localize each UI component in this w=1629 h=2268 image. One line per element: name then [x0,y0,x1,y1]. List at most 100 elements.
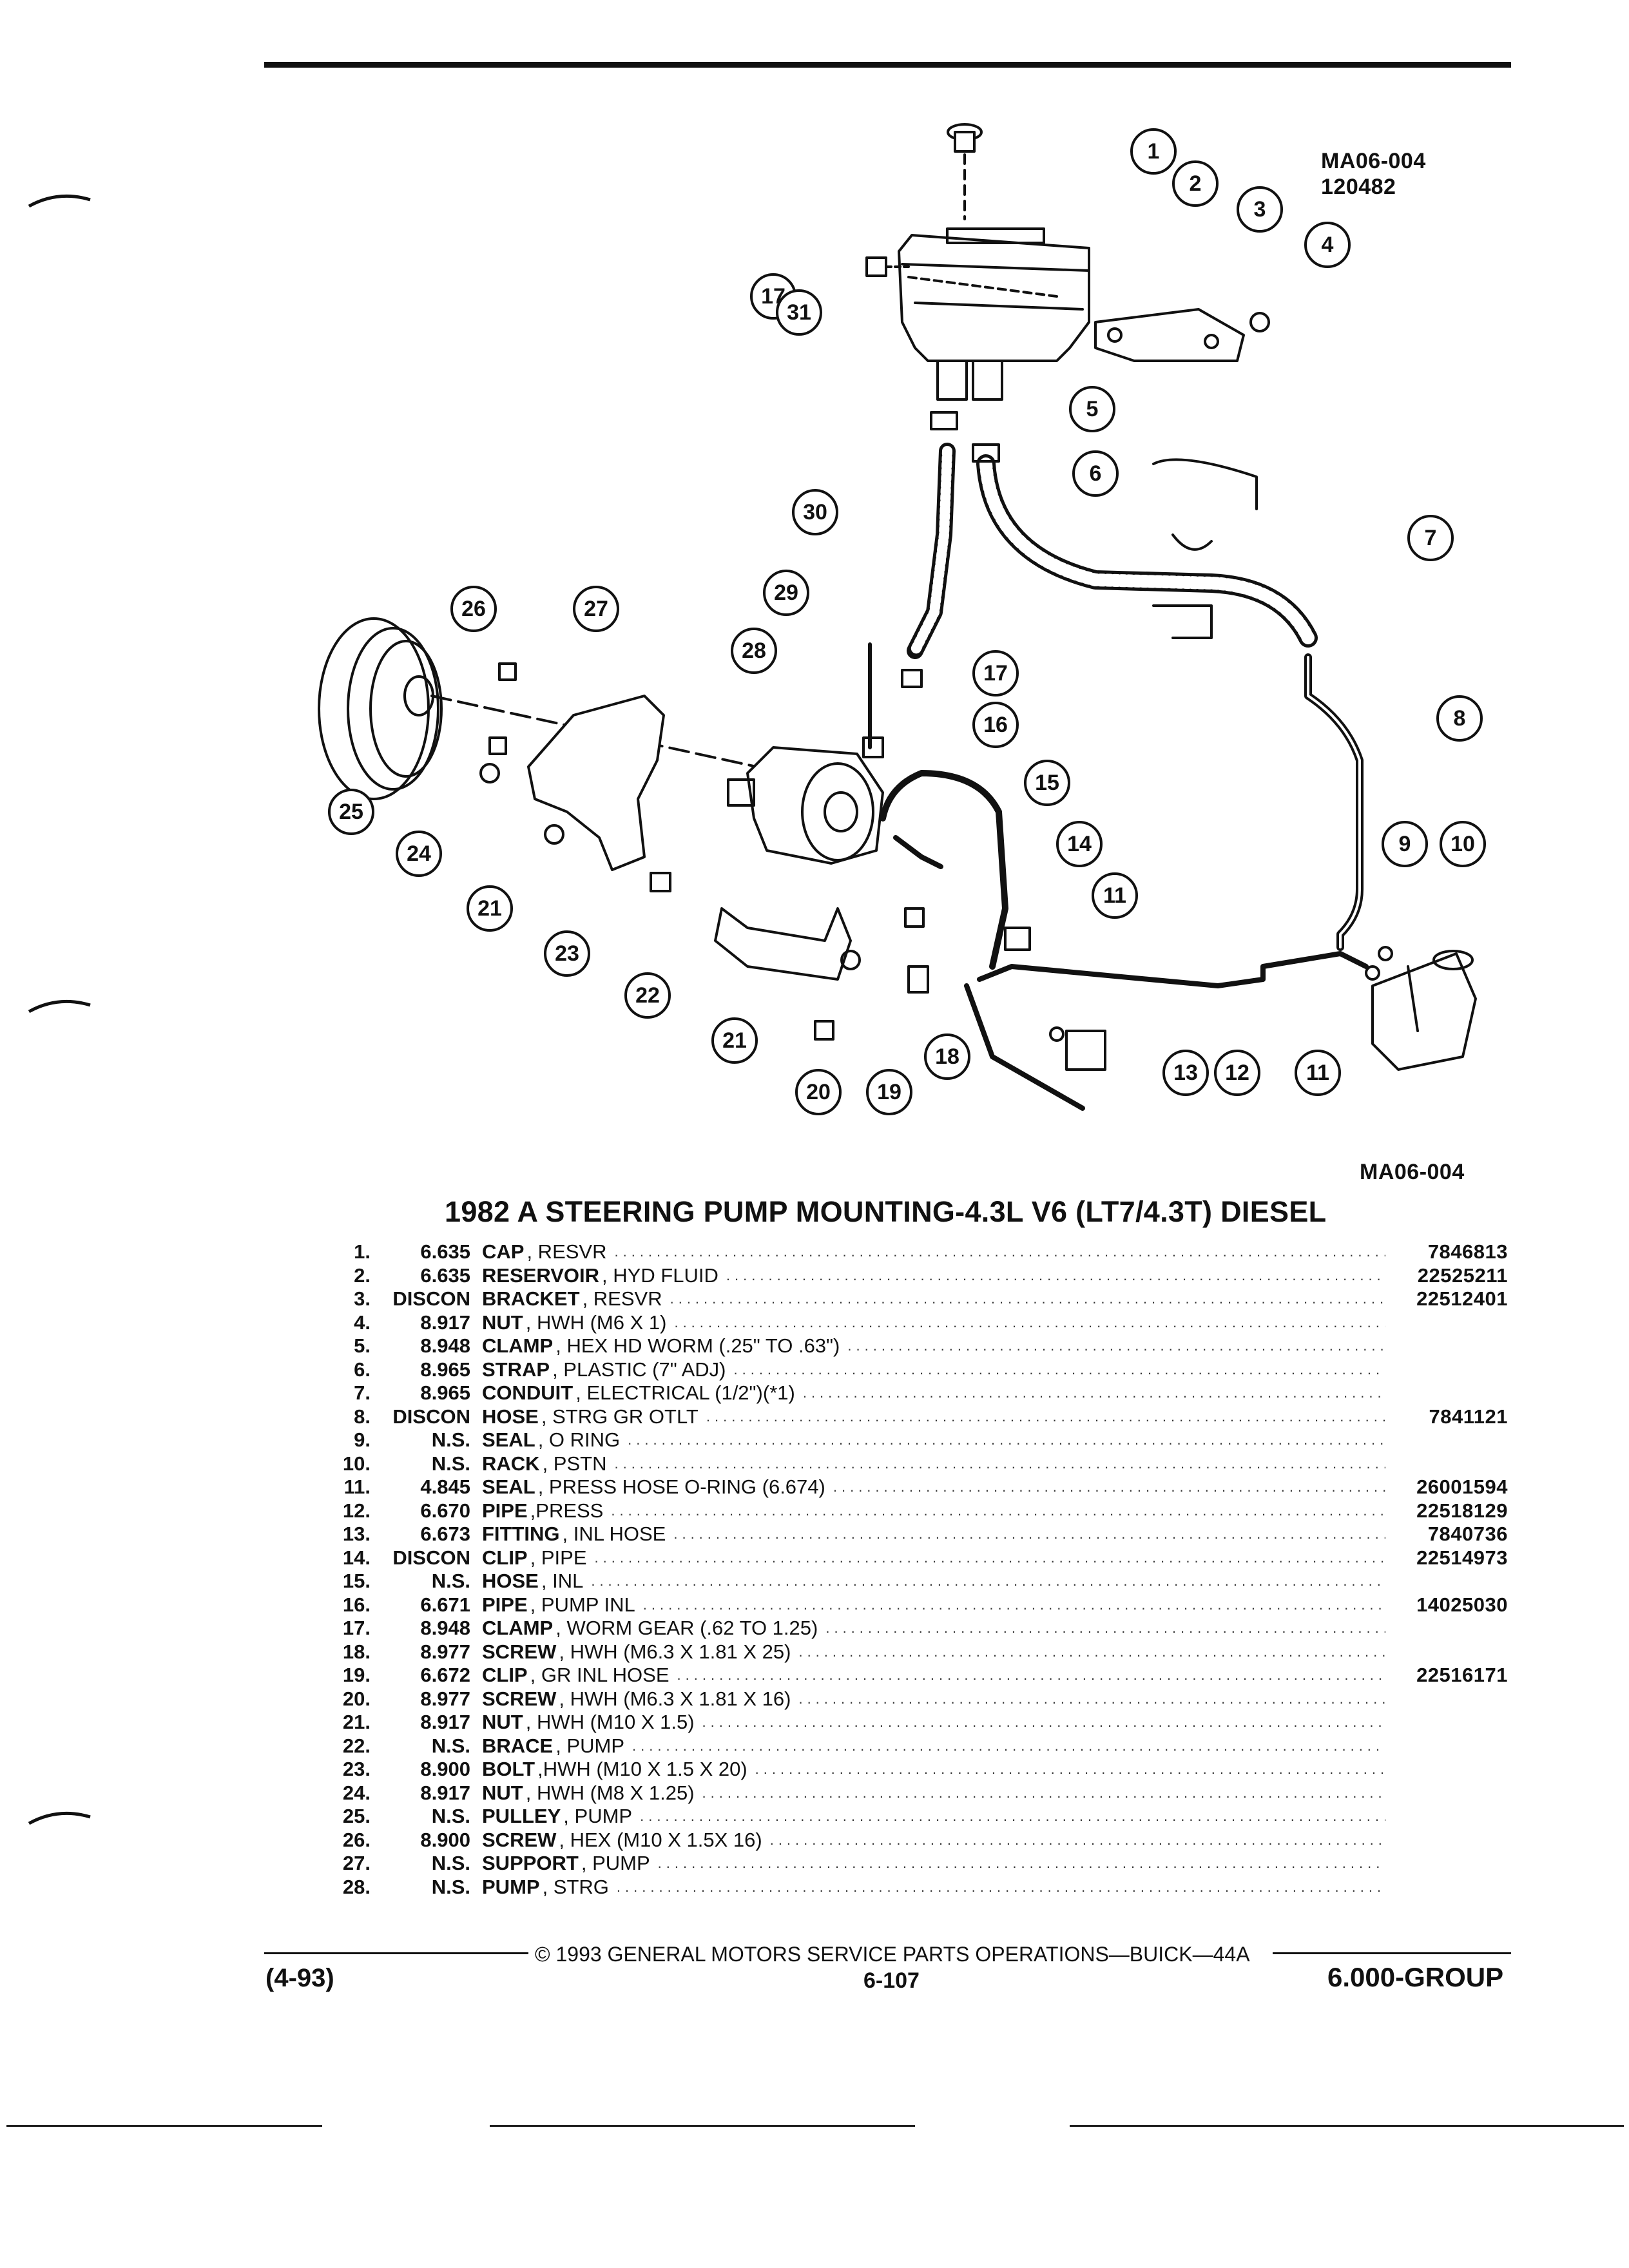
pulley-drawing [318,617,787,800]
item-spec: , INL HOSE [562,1523,666,1546]
scan-edge-line [6,2125,322,2127]
inlet-hose-drawing [880,770,1008,970]
leader-dots: ........................................… [706,1408,1385,1425]
group-number: 8.977 [420,1640,470,1663]
callout-5: 5 [1069,386,1115,432]
item-spec: , PUMP [555,1734,625,1757]
strap-drawing [1152,458,1258,510]
group-number: 6.670 [420,1499,470,1522]
part-number: 22525211 [1417,1264,1508,1287]
parts-list-row: 28.N.S.PUMP, STRG.......................… [284,1876,1508,1899]
callout-3: 3 [1237,186,1283,233]
item-number: 18. [342,1640,371,1663]
callout-13: 13 [1162,1050,1209,1096]
clamp-drawing [930,411,958,430]
leader-dots: ........................................… [642,1596,1385,1613]
inlet-fitting-drawing [1065,1030,1106,1071]
svg-text:16: 16 [983,713,1008,737]
leader-dots: ........................................… [825,1620,1385,1637]
item-spec: ,HWH (M10 X 1.5 X 20) [537,1758,747,1781]
leader-dots: ........................................… [769,1831,1385,1848]
item-description: SEAL, PRESS HOSE O-RING (6.674).........… [482,1475,1385,1499]
item-description: RESERVOIR, HYD FLUID....................… [482,1264,1385,1287]
group-number: DISCON [392,1546,470,1569]
svg-text:22: 22 [635,983,660,1008]
item-spec: , WORM GEAR (.62 TO 1.25) [555,1617,818,1640]
svg-text:8: 8 [1454,706,1466,731]
item-description: STRAP, PLASTIC (7" ADJ).................… [482,1358,1385,1381]
item-number: 9. [354,1428,371,1452]
item-description: CONDUIT, ELECTRICAL (1/2")(*1)..........… [482,1381,1385,1405]
svg-text:6: 6 [1090,461,1102,486]
item-number: 27. [342,1852,371,1875]
parts-list-row: 9.N.S.SEAL, O RING......................… [284,1428,1508,1452]
svg-text:11: 11 [1103,883,1126,908]
item-number: 25. [342,1805,371,1828]
svg-text:21: 21 [722,1028,747,1053]
item-name: SUPPORT [482,1852,579,1875]
item-description: HOSE, INL...............................… [482,1570,1385,1593]
item-description: CLAMP, WORM GEAR (.62 TO 1.25)..........… [482,1617,1385,1640]
pressure-pipe-drawing [977,951,1369,988]
svg-text:24: 24 [407,841,431,866]
group-number: 8.917 [420,1781,470,1804]
diagram-drawing [318,123,1477,1111]
svg-text:13: 13 [1173,1061,1198,1085]
leader-dots: ........................................… [702,1714,1385,1731]
leader-dots: ........................................… [733,1361,1385,1378]
leader-dots: ........................................… [674,1314,1385,1331]
svg-text:25: 25 [339,800,363,824]
callout-12: 12 [1214,1050,1260,1096]
group-number: 8.965 [420,1358,470,1381]
item-description: NUT, HWH (M6 X 1).......................… [482,1311,1385,1334]
svg-text:11: 11 [1306,1061,1329,1085]
svg-text:5: 5 [1086,397,1099,421]
leader-dots: ........................................… [614,1455,1385,1472]
item-spec: , HWH (M6 X 1) [525,1311,667,1334]
svg-text:19: 19 [877,1080,901,1104]
callout-1: 1 [1130,128,1177,175]
leader-dots: ........................................… [702,1784,1385,1801]
item-number: 10. [342,1452,371,1475]
group-number: 8.948 [420,1617,470,1640]
part-number: 26001594 [1416,1475,1508,1499]
item-number: 26. [342,1828,371,1851]
reservoir-bolt-drawing [865,256,910,277]
callout-11: 11 [1092,872,1138,919]
group-number: 8.977 [420,1687,470,1710]
group-number: 4.845 [420,1475,470,1499]
svg-text:7: 7 [1425,526,1437,550]
callout-18: 18 [924,1033,970,1080]
item-spec: , HEX HD WORM (.25" TO .63") [555,1334,840,1358]
leader-dots: ........................................… [670,1291,1385,1307]
svg-text:26: 26 [461,597,486,621]
leader-dots: ........................................… [798,1643,1385,1660]
item-name: RACK [482,1452,540,1475]
parts-list-row: 27.N.S.SUPPORT, PUMP....................… [284,1852,1508,1876]
leader-dots: ........................................… [847,1338,1385,1354]
item-number: 21. [342,1711,371,1734]
callout-7: 7 [1407,515,1454,561]
reservoir-bracket-drawing [1094,308,1245,362]
item-spec: , RESVR [582,1287,662,1311]
item-description: CLIP, PIPE..............................… [482,1546,1385,1570]
callout-21: 21 [467,885,513,932]
item-name: SCREW [482,1828,557,1851]
item-number: 1. [354,1240,371,1264]
item-spec: , PSTN [542,1452,607,1475]
item-spec: , HWH (M10 X 1.5) [525,1711,695,1734]
callout-9: 9 [1382,821,1428,867]
item-spec: , PLASTIC (7" ADJ) [552,1358,726,1381]
margin-mark [28,1811,91,1825]
item-number: 15. [342,1570,371,1593]
figure-reference-top: MA06-004 120482 [1321,148,1426,200]
item-number: 4. [354,1311,371,1334]
leader-dots: ........................................… [594,1549,1386,1566]
